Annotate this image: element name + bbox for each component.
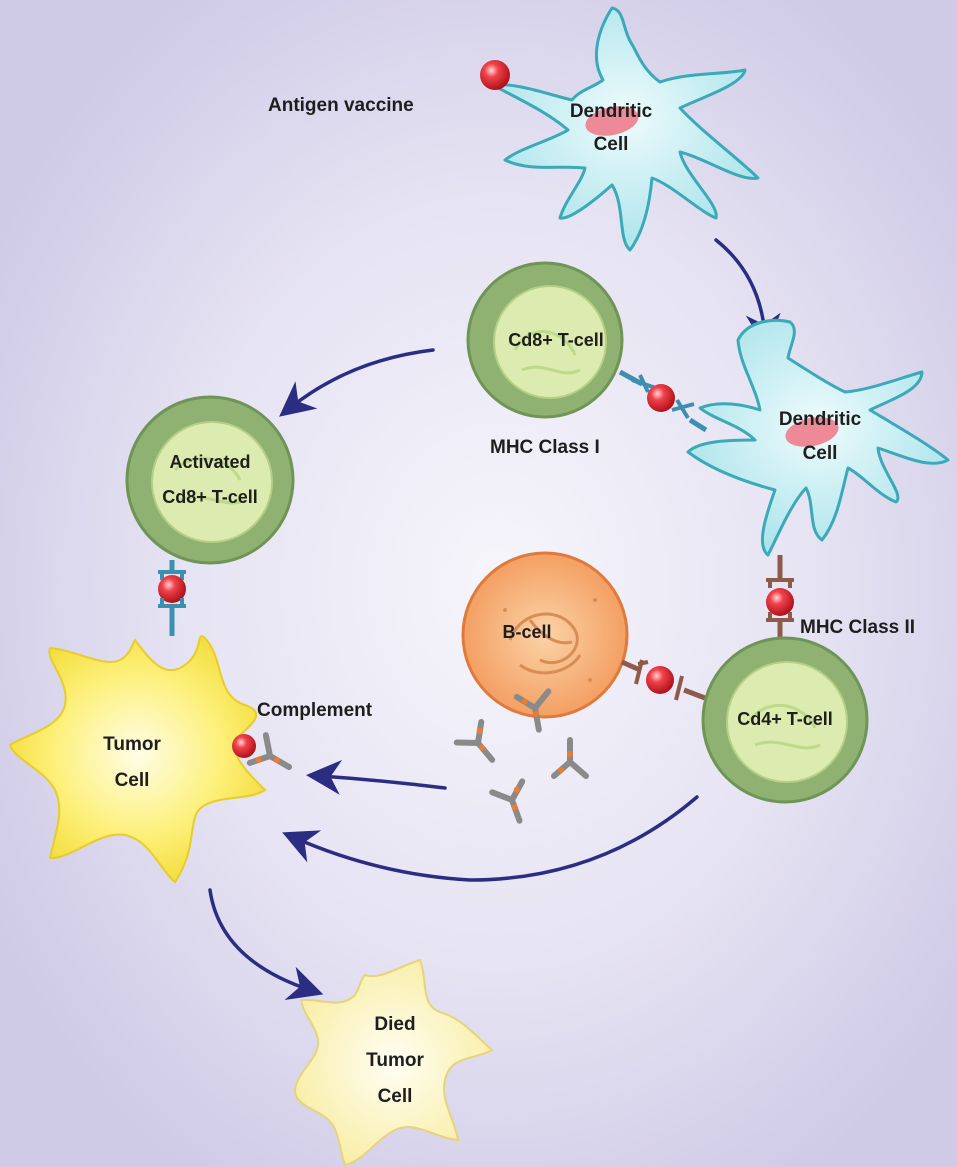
- complement-binding: [232, 732, 293, 770]
- arrow-cd4-to-tumor: [282, 795, 699, 882]
- dendritic-cell-top-label-2: Cell: [594, 134, 629, 155]
- b-cell: B-cell: [461, 551, 629, 719]
- tumor-cell: Tumor Cell: [8, 635, 267, 884]
- cd8-t-cell-label: Cd8+ T-cell: [508, 330, 604, 350]
- complement-label: Complement: [257, 700, 373, 721]
- antibody-icon: [246, 732, 293, 770]
- died-tumor-label-2: Tumor: [366, 1050, 424, 1071]
- dendritic-cell-top: Dendritic Cell: [480, 6, 760, 252]
- mhc-class-1-label: MHC Class I: [490, 437, 600, 458]
- antigen-icon: [766, 588, 794, 616]
- antibody-icon: [513, 688, 552, 733]
- nucleus: [585, 106, 639, 136]
- mhc-class-1-synapse: [618, 369, 708, 433]
- arrow-antibody-to-tumor: [306, 759, 447, 795]
- died-tumor-label-1: Died: [374, 1014, 415, 1035]
- antibody-icon: [489, 778, 526, 824]
- cd4-t-cell: Cd4+ T-cell: [701, 636, 869, 804]
- died-tumor-cell: Died Tumor Cell: [294, 958, 494, 1167]
- antigen-icon: [232, 734, 256, 758]
- arrow-cd8-to-activated: [279, 348, 435, 417]
- antigen-icon: [480, 60, 510, 90]
- mhc-class-2-label: MHC Class II: [800, 617, 915, 638]
- b-cell-label: B-cell: [502, 622, 551, 642]
- activated-cd8-t-cell: Activated Cd8+ T-cell: [125, 395, 295, 565]
- antibody-icon: [453, 718, 496, 763]
- died-tumor-label-3: Cell: [378, 1086, 413, 1107]
- antigen-icon: [646, 666, 674, 694]
- antigen-vaccine-label: Antigen vaccine: [268, 95, 414, 116]
- dendritic-cell-right: Dendritic Cell: [686, 318, 950, 557]
- antigen-icon: [647, 384, 675, 412]
- activated-cd8-label-1: Activated: [169, 452, 250, 472]
- antibodies: [453, 688, 589, 824]
- cd4-t-cell-label: Cd4+ T-cell: [737, 709, 833, 729]
- nucleus: [785, 417, 839, 447]
- dendritic-cell-right-label-1: Dendritic: [779, 409, 862, 430]
- b-cd4-synapse: [620, 659, 706, 701]
- dendritic-cell-top-label-1: Dendritic: [570, 101, 653, 122]
- tumor-cell-label-1: Tumor: [103, 734, 161, 755]
- tumor-cell-label-2: Cell: [115, 770, 150, 791]
- cd8-t-cell: Cd8+ T-cell: [466, 261, 624, 419]
- antibody-icon: [551, 737, 589, 779]
- dendritic-cell-right-label-2: Cell: [803, 443, 838, 464]
- antigen-icon: [158, 575, 186, 603]
- arrow-tumor-to-died: [208, 888, 324, 1000]
- activated-tumor-synapse: [158, 560, 186, 636]
- activated-cd8-label-2: Cd8+ T-cell: [162, 487, 258, 507]
